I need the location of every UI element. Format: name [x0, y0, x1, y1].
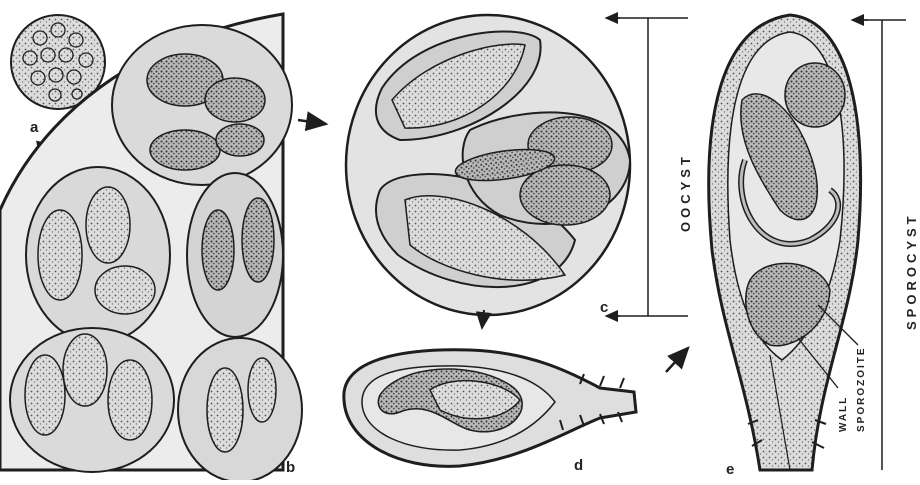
- panel-c-label: c: [600, 299, 608, 316]
- oocyst-label: OOCYST: [678, 153, 693, 232]
- sporocyst-label: SPOROCYST: [904, 212, 919, 330]
- panel-e-label: e: [726, 461, 734, 478]
- panel-c-oocyst: [346, 15, 630, 315]
- arrow-d-to-e: [666, 348, 688, 372]
- panel-d-sporocyst: [344, 350, 636, 467]
- wall-label: WALL: [838, 396, 849, 432]
- panel-d-label: d: [574, 457, 583, 474]
- panel-a-label: a: [30, 119, 39, 136]
- panel-b-label: b: [286, 459, 295, 476]
- arrow-b-to-c: [298, 120, 326, 124]
- sporozoite-label: SPOROZOITE: [856, 346, 867, 432]
